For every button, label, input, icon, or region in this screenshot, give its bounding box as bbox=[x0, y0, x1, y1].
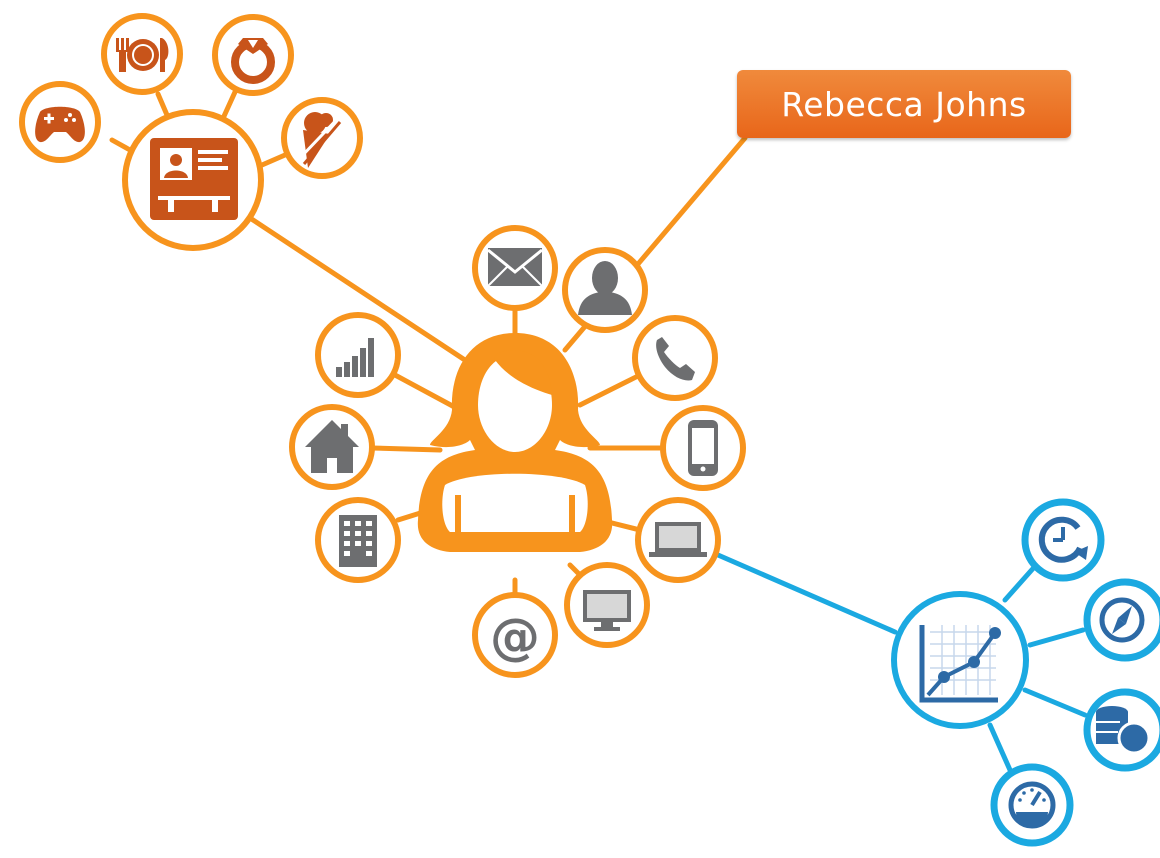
person-node bbox=[562, 247, 648, 333]
gauge-node bbox=[990, 763, 1074, 847]
connector-lines bbox=[109, 89, 1088, 773]
ring-icon bbox=[231, 38, 275, 84]
coins-icon bbox=[1096, 706, 1151, 755]
mobile-icon bbox=[688, 420, 718, 476]
dining-node bbox=[101, 13, 183, 95]
gauge-icon bbox=[1008, 781, 1056, 829]
signal-bars-icon bbox=[336, 338, 374, 377]
central-person-icon bbox=[417, 333, 613, 552]
id-card-icon bbox=[150, 138, 238, 220]
office-building-icon bbox=[339, 515, 377, 567]
profile-name: Rebecca Johns bbox=[781, 84, 1027, 124]
compass-node bbox=[1083, 578, 1160, 662]
name-label: Rebecca Johns bbox=[737, 70, 1071, 138]
laptop-icon bbox=[649, 522, 707, 557]
game-controller-node bbox=[19, 81, 101, 163]
home-icon bbox=[305, 420, 359, 473]
mobile-node bbox=[660, 405, 746, 491]
signal-bars-node bbox=[315, 312, 401, 398]
office-building-node bbox=[315, 497, 401, 583]
laptop-node bbox=[635, 497, 721, 583]
phone-node bbox=[632, 315, 718, 401]
game-controller-icon bbox=[35, 106, 85, 143]
at-sign-icon: @ bbox=[490, 608, 540, 666]
clock-refresh-icon bbox=[1038, 516, 1088, 563]
at-sign-node: @ bbox=[472, 592, 558, 678]
email-node bbox=[472, 225, 558, 311]
id-card-node bbox=[122, 109, 264, 251]
desktop-icon bbox=[583, 590, 631, 631]
line-chart-icon bbox=[919, 625, 1001, 703]
line-chart-node bbox=[891, 591, 1029, 729]
phone-icon bbox=[656, 337, 695, 381]
email-icon bbox=[487, 248, 543, 287]
clock-refresh-node bbox=[1021, 498, 1105, 582]
ice-cream-icon bbox=[298, 112, 344, 168]
person-icon bbox=[578, 261, 632, 315]
compass-icon bbox=[1099, 597, 1145, 643]
home-node bbox=[289, 404, 375, 490]
ring-node bbox=[212, 14, 294, 96]
dining-icon bbox=[116, 38, 169, 72]
desktop-node bbox=[564, 562, 650, 648]
coins-node bbox=[1083, 688, 1160, 772]
ice-cream-node bbox=[281, 97, 363, 179]
